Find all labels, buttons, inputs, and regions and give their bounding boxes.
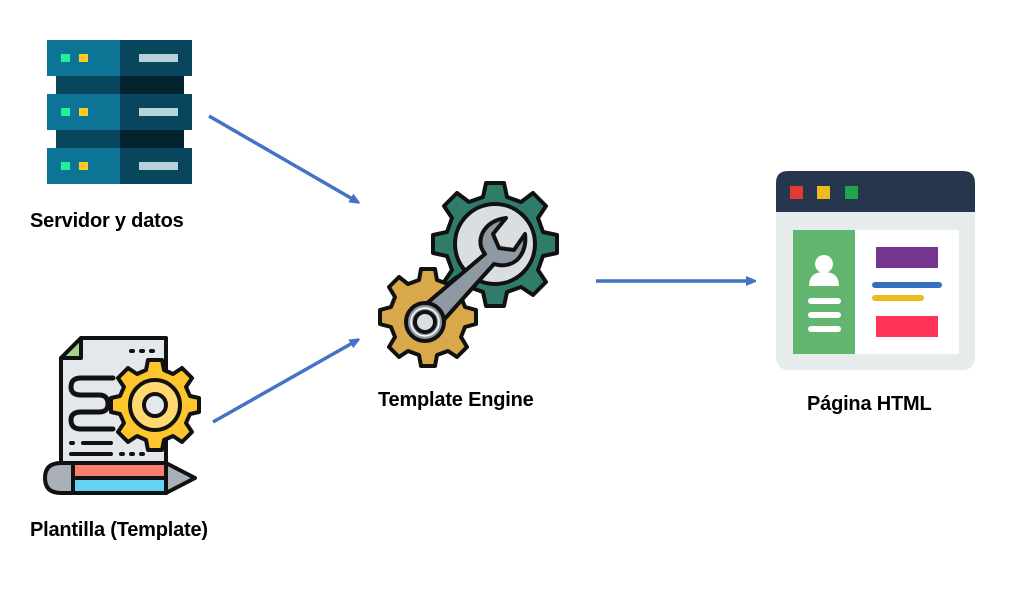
page-label: Página HTML <box>807 393 932 415</box>
document-gear-pencil-icon <box>43 336 201 495</box>
server-label: Servidor y datos <box>30 210 184 232</box>
template-label: Plantilla (Template) <box>30 519 208 541</box>
engine-label: Template Engine <box>378 389 534 411</box>
gears-wrench-icon <box>378 181 559 368</box>
arrow-template-to-engine <box>212 341 356 424</box>
server-rack-icon <box>47 40 192 184</box>
browser-webpage-icon <box>776 171 975 370</box>
arrow-server-to-engine <box>208 114 356 201</box>
